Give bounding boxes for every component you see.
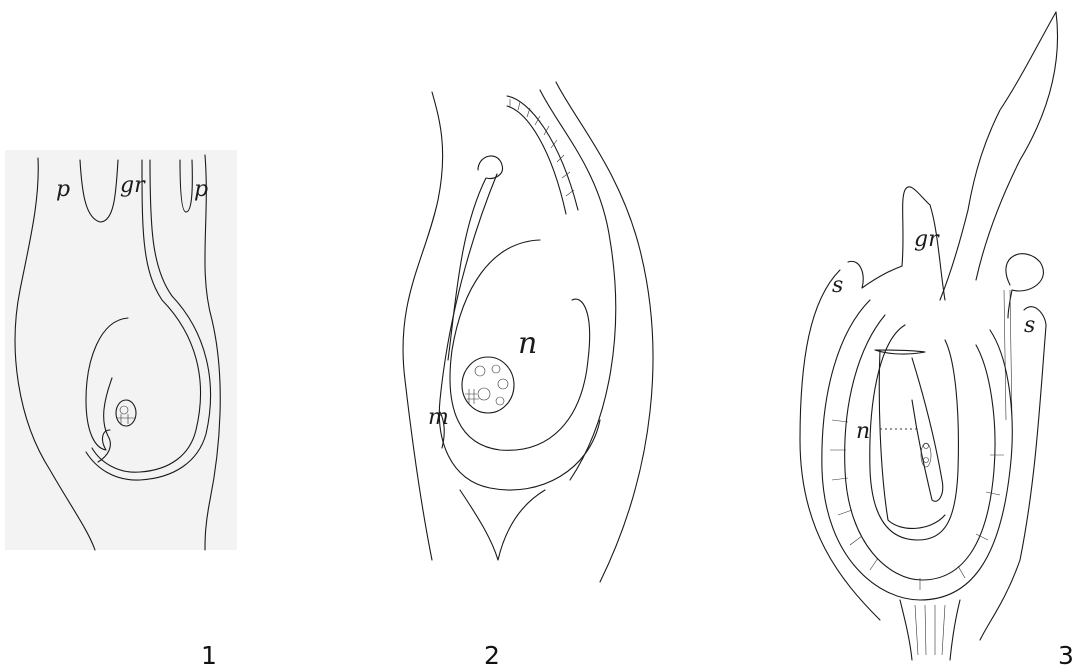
figure-3-gr-right [930,205,945,300]
figure-3-base-hatching [915,605,945,655]
figure-2-right-integument [540,90,616,480]
figure-2-sac-nucleus-2 [492,365,500,373]
figure-3-polar-nucleus [924,458,929,463]
figure-1-number: 1 [201,641,217,667]
figure-1-background [5,150,237,550]
figure-2-funicle-outer [507,96,578,210]
figure-2-sac-nucleus-3 [498,379,508,389]
figure-3-egg-nucleus [924,444,929,449]
figure-1-label-gr: gr [120,173,146,198]
figure-3-label-n: n [856,419,870,444]
figure-3-wing-right [976,12,1058,280]
figure-2-label-m: m [428,405,449,430]
figure-3-outer-right [980,326,1046,640]
figure-3-embryo-sac [912,358,943,501]
figure-3-inner-chamber [870,325,959,540]
figure-2-sac-nucleus-4 [478,388,490,400]
figure-1-label-p-left: p [56,177,70,202]
figure-3-stigma [1006,254,1044,318]
figure-2-chalaza [460,490,545,560]
figure-2-sac-nucleus-1 [475,366,485,376]
figure-2-label-n: n [518,326,537,361]
figure-3-outer-left [800,270,880,620]
figure-3: gr s s n [800,12,1058,660]
figure-3-wing-left [940,12,1056,300]
figure-3-ovary-wall-outer [822,300,1012,600]
figure-2-outer-right-wall [556,82,653,582]
figure-3-wall-hatching [830,420,1004,590]
figure-3-label-s-right: s [1024,313,1035,338]
figure-3-label-s-left: s [832,273,843,298]
figure-2-number: 2 [484,641,500,667]
figure-2-outer-left-wall [403,92,443,560]
figure-3-nucellus-tip [875,350,925,354]
figure-2-embryo-sac [462,357,514,413]
figure-3-base-left [900,600,912,660]
figure-3-sepal-left [848,261,902,288]
figure-3-label-gr: gr [914,227,940,252]
figure-2: n m [403,82,653,582]
figure-1-label-p-right: p [194,177,208,202]
figure-2-sac-nucleus-5 [496,397,504,405]
figure-3-base-right [950,600,960,660]
figure-3-number: 3 [1058,641,1072,667]
figure-1: p gr p [5,150,237,550]
